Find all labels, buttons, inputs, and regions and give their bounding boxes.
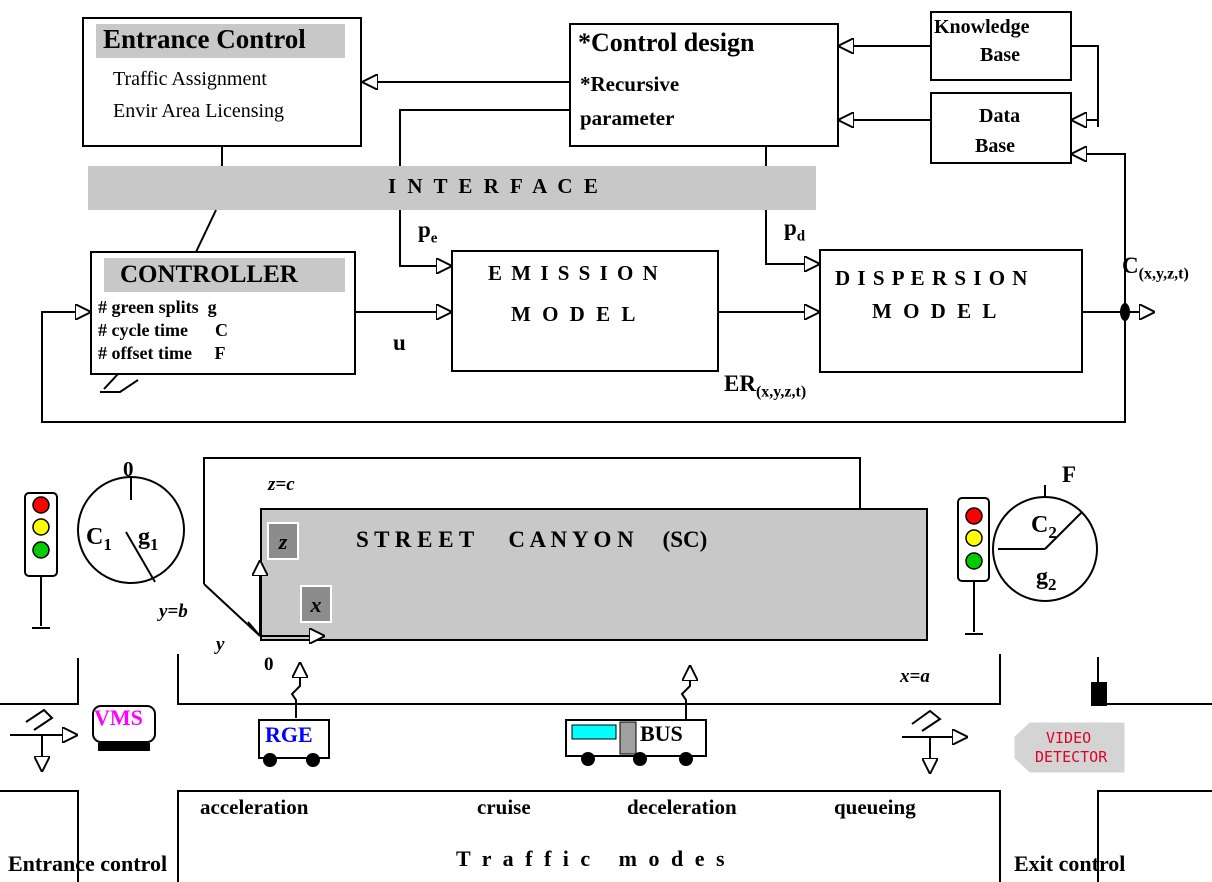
right-signal-g2: g2 bbox=[1036, 564, 1057, 594]
vms-label: VMS bbox=[94, 705, 143, 730]
pd-label: pd bbox=[784, 215, 806, 245]
cycle-time-row: # cycle time C bbox=[98, 320, 228, 340]
left-light-green bbox=[32, 541, 50, 559]
origin-zero-label: 0 bbox=[264, 654, 274, 675]
z-axis-box: z bbox=[267, 522, 299, 560]
emission-model-line1: E M I S S I O N bbox=[488, 261, 660, 285]
pe-label: pe bbox=[418, 217, 438, 247]
offset-time-row: # offset time F bbox=[98, 343, 226, 363]
left-light-yellow bbox=[32, 518, 50, 536]
left-signal-zero: 0 bbox=[123, 457, 134, 481]
control-design-box bbox=[569, 23, 839, 147]
controller-title-bg bbox=[104, 258, 345, 292]
mode-cruise: cruise bbox=[477, 795, 531, 819]
left-light-red bbox=[32, 496, 50, 514]
street-canyon bbox=[260, 508, 928, 641]
c-output-label: C(x,y,z,t) bbox=[1122, 253, 1189, 283]
knowledge-base-line2: Base bbox=[980, 44, 1020, 66]
entrance-control-title: Entrance Control bbox=[103, 24, 306, 54]
controller-title: CONTROLLER bbox=[120, 261, 298, 288]
entrance-control-title-bg bbox=[96, 24, 345, 58]
parameter-text: parameter bbox=[580, 106, 675, 130]
exit-control-label: Exit control bbox=[1014, 851, 1126, 876]
mode-deceleration: deceleration bbox=[627, 795, 737, 819]
video-detector-line2: DETECTOR bbox=[1035, 748, 1108, 766]
er-label: ER(x,y,z,t) bbox=[724, 371, 807, 401]
mode-queueing: queueing bbox=[834, 795, 916, 819]
interface-bar bbox=[88, 166, 816, 210]
dispersion-model-line2: M O D E L bbox=[872, 299, 1000, 323]
right-light-red bbox=[965, 507, 983, 525]
x-axis-box: x bbox=[300, 585, 332, 623]
data-base-box bbox=[930, 92, 1072, 164]
traffic-modes-label: T r a f f i c m o d e s bbox=[456, 846, 728, 871]
green-splits-row: # green splits g bbox=[98, 297, 217, 317]
interface-label: I N T E R F A C E bbox=[388, 174, 601, 198]
entrance-control-label: Entrance control bbox=[8, 851, 168, 876]
rge-label: RGE bbox=[265, 722, 313, 747]
right-signal-f: F bbox=[1062, 462, 1077, 487]
video-detector-camera bbox=[1014, 722, 1125, 773]
knowledge-base-line1: Knowledge bbox=[934, 16, 1030, 38]
y-axis-label: y bbox=[216, 634, 225, 655]
mode-acceleration: acceleration bbox=[200, 795, 309, 819]
x-equals-a: x=a bbox=[900, 666, 930, 687]
control-design-title: *Control design bbox=[578, 28, 755, 57]
z-equals-c: z=c bbox=[268, 474, 295, 495]
right-signal-c2: C2 bbox=[1031, 512, 1057, 542]
street-canyon-label: S T R E E T C A N Y O N (SC) bbox=[356, 527, 708, 552]
dispersion-model-line1: D I S P E R S I O N bbox=[835, 266, 1029, 290]
video-detector-line1: VIDEO bbox=[1046, 729, 1092, 747]
u-label: u bbox=[393, 330, 406, 355]
traffic-assignment-text: Traffic Assignment bbox=[113, 68, 267, 90]
data-base-line2: Base bbox=[975, 135, 1015, 157]
left-signal-g1: g1 bbox=[138, 524, 159, 554]
vms-sign bbox=[92, 705, 156, 743]
emission-model-line2: M O D E L bbox=[511, 302, 639, 326]
data-base-line1: Data bbox=[979, 105, 1021, 127]
left-signal-c1: C1 bbox=[86, 524, 112, 554]
right-light-green bbox=[965, 552, 983, 570]
recursive-text: *Recursive bbox=[580, 72, 680, 96]
envir-area-licensing-text: Envir Area Licensing bbox=[113, 100, 285, 122]
y-equals-b: y=b bbox=[159, 601, 188, 622]
right-light-yellow bbox=[965, 529, 983, 547]
bus-label: BUS bbox=[640, 721, 683, 746]
